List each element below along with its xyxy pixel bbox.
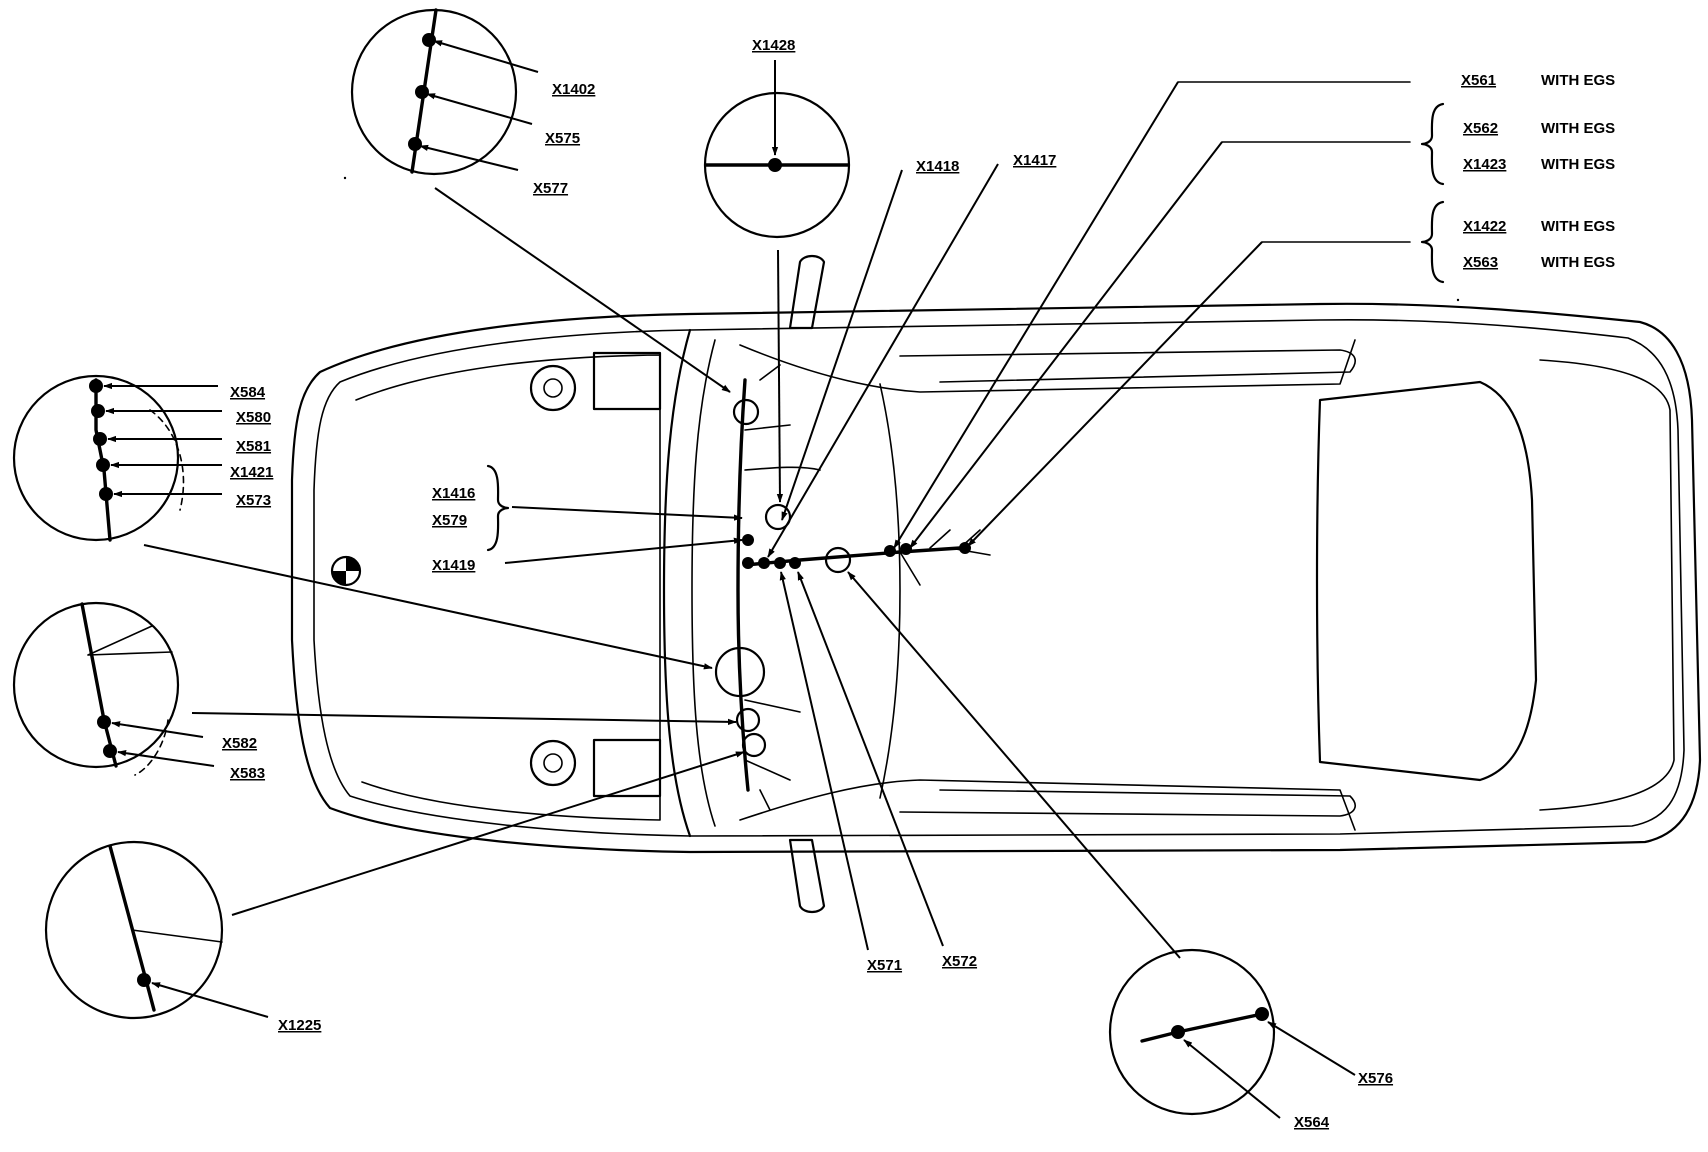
trunk-line xyxy=(1539,359,1675,811)
detail-circle-x1225: X1225 xyxy=(44,751,745,1034)
label-x1421: X1421 xyxy=(230,464,273,481)
detail-circle-x1402-x575-x577: X1402 X575 X577 xyxy=(350,8,731,393)
label-x572: X572 xyxy=(942,953,977,970)
harness-main-vertical xyxy=(736,378,750,792)
grommet-ring-d xyxy=(714,646,766,698)
label-x583: X583 xyxy=(230,765,265,782)
bracket-x1416-x579 xyxy=(486,464,510,552)
label-x577: X577 xyxy=(533,180,568,197)
label-x584: X584 xyxy=(230,384,266,401)
bracket-x1422-x563 xyxy=(1420,200,1445,284)
car-outer-outline xyxy=(290,302,1702,854)
side-window-top xyxy=(899,349,1356,383)
note-x1422: WITH EGS xyxy=(1541,218,1615,235)
label-x575: X575 xyxy=(545,130,580,147)
label-x562-egs: X562 xyxy=(1463,120,1498,137)
label-x1419: X1419 xyxy=(432,557,475,574)
car-inner-outline xyxy=(313,318,1685,837)
detail-circle-x576-x564: X576 X564 xyxy=(847,571,1393,1131)
callout-x1416-x579-x1419: X1416 X579 X1419 xyxy=(432,464,743,574)
side-window-bottom xyxy=(899,789,1356,817)
roof-line-top xyxy=(739,339,1356,393)
grommet-ring-c xyxy=(824,546,852,574)
egs-connector-callouts: X561 WITH EGS X562 WITH EGS X1423 WITH E… xyxy=(893,72,1615,549)
label-x1418: X1418 xyxy=(916,158,959,175)
windshield-glass xyxy=(879,383,901,799)
detail-circle-x584-x580-x581-x1421-x573: X584 X580 X581 X1421 X573 xyxy=(12,374,713,670)
strut-tower-right xyxy=(529,739,577,787)
harness-branch-lower xyxy=(744,699,801,811)
strut-tower-left xyxy=(529,364,577,412)
grommet-ring-a xyxy=(732,398,760,426)
grommet-ring-b xyxy=(764,503,792,531)
strut-tower-right-inner xyxy=(543,753,563,773)
connector-dot xyxy=(758,557,770,569)
car-body-top-view xyxy=(290,254,1702,914)
hood-panel-line xyxy=(355,354,661,821)
note-x562: WITH EGS xyxy=(1541,120,1615,137)
label-x563: X563 xyxy=(1463,254,1498,271)
speck xyxy=(343,176,347,180)
rear-window xyxy=(1315,380,1538,782)
connector-dot xyxy=(742,534,754,546)
detail-circle-x1428: X1428 xyxy=(703,37,851,503)
label-x1422: X1422 xyxy=(1463,218,1506,235)
battery-box-right xyxy=(592,738,662,798)
roof-line-bottom xyxy=(739,779,1356,831)
brand-emblem-quarters xyxy=(332,557,360,585)
harness-branch-right xyxy=(899,529,991,586)
bracket-x562-x1423 xyxy=(1420,102,1445,186)
grommet-ring-e xyxy=(735,707,761,733)
label-x1428: X1428 xyxy=(752,37,795,54)
connector-dot xyxy=(742,557,754,569)
connector-dot xyxy=(900,543,912,555)
connector-dot xyxy=(789,557,801,569)
label-x1423: X1423 xyxy=(1463,156,1506,173)
detail-circle-x582-x583: X582 X583 xyxy=(12,601,737,782)
speck xyxy=(1456,298,1460,302)
label-x571: X571 xyxy=(867,957,902,974)
label-x573: X573 xyxy=(236,492,271,509)
note-x563: WITH EGS xyxy=(1541,254,1615,271)
label-x579: X579 xyxy=(432,512,467,529)
windshield-cowl xyxy=(662,328,692,838)
label-x582: X582 xyxy=(222,735,257,752)
wiring-harness xyxy=(714,364,991,811)
note-x561: WITH EGS xyxy=(1541,72,1615,89)
label-x564: X564 xyxy=(1294,1114,1330,1131)
label-x580: X580 xyxy=(236,409,271,426)
connector-dot xyxy=(884,545,896,557)
label-x576: X576 xyxy=(1358,1070,1393,1087)
right-mirror xyxy=(788,838,826,914)
strut-tower-left-inner xyxy=(543,378,563,398)
harness-branch-upper xyxy=(744,364,821,471)
note-x1423: WITH EGS xyxy=(1541,156,1615,173)
label-x581: X581 xyxy=(236,438,271,455)
label-x1225: X1225 xyxy=(278,1017,321,1034)
windshield-inner xyxy=(691,339,716,827)
grommet-ring-f xyxy=(741,732,767,758)
label-x1417: X1417 xyxy=(1013,152,1056,169)
connector-dot xyxy=(774,557,786,569)
label-x1402: X1402 xyxy=(552,81,595,98)
left-mirror xyxy=(788,254,826,330)
label-x1416: X1416 xyxy=(432,485,475,502)
label-x561: X561 xyxy=(1461,72,1496,89)
fuse-box-left xyxy=(592,351,662,411)
